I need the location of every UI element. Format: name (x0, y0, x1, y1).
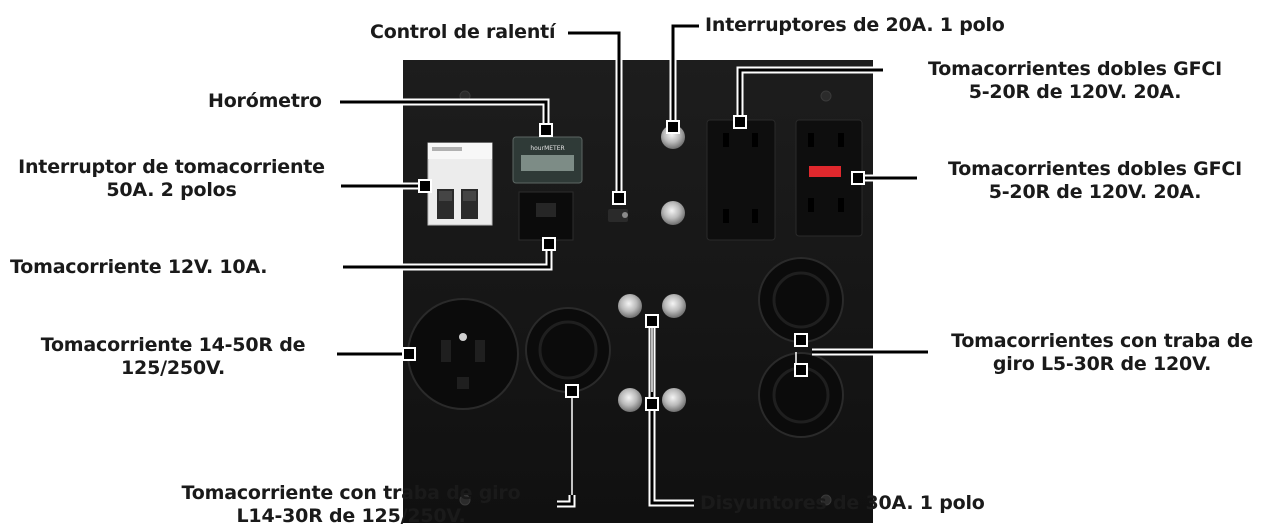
label-interruptores-20a: Interruptores de 20A. 1 polo (705, 14, 1005, 36)
outlet-l14-30r (525, 307, 611, 393)
leader-endpoints (402, 115, 865, 411)
label-traba-l5-30r-line2: giro L5-30R de 120V. (992, 353, 1212, 375)
label-control-ralenti: Control de ralentí (370, 21, 556, 43)
hour-meter-brand: hourMETER (530, 145, 564, 152)
hour-meter: hourMETER (512, 136, 583, 184)
outlets-l5-30r (758, 257, 844, 438)
label-tomacorriente-14-50r-line2: 125/250V. (121, 357, 225, 379)
label-interruptor-tomacorriente-line1: Interruptor de tomacorriente (18, 156, 325, 178)
label-tomacorriente-14-50r: Tomacorriente 14-50R de 125/250V. (14, 334, 332, 380)
label-gfci-top-line1: Tomacorrientes dobles GFCI (928, 58, 1222, 80)
label-gfci-right: Tomacorrientes dobles GFCI 5-20R de 120V… (920, 158, 1270, 204)
label-horometro: Horómetro (208, 90, 322, 112)
label-tomacorriente-12v: Tomacorriente 12V. 10A. (10, 256, 268, 278)
label-traba-l14-30r-line2: L14-30R de 125/250V. (236, 505, 466, 527)
label-gfci-top-line2: 5-20R de 120V. 20A. (968, 81, 1182, 103)
label-gfci-right-line1: Tomacorrientes dobles GFCI (948, 158, 1242, 180)
gfci-duplex-left (706, 119, 776, 241)
label-disyuntores-30a: Disyuntores de 30A. 1 polo (700, 492, 985, 514)
breaker-50a (427, 142, 493, 226)
label-gfci-top: Tomacorrientes dobles GFCI 5-20R de 120V… (890, 58, 1260, 104)
label-interruptor-tomacorriente-line2: 50A. 2 polos (106, 179, 237, 201)
label-tomacorriente-14-50r-line1: Tomacorriente 14-50R de (40, 334, 306, 356)
label-traba-l14-30r-line1: Tomacorriente con traba de giro (181, 482, 521, 504)
breakers-30a (618, 294, 686, 412)
label-interruptor-tomacorriente: Interruptor de tomacorriente 50A. 2 polo… (4, 156, 339, 202)
outlet-14-50r (407, 298, 519, 410)
label-traba-l5-30r: Tomacorrientes con traba de giro L5-30R … (932, 330, 1272, 376)
label-gfci-right-line2: 5-20R de 120V. 20A. (988, 181, 1202, 203)
label-traba-l14-30r: Tomacorriente con traba de giro L14-30R … (150, 482, 552, 528)
label-traba-l5-30r-line1: Tomacorrientes con traba de (951, 330, 1253, 352)
idle-switch (608, 209, 628, 222)
outlet-12v (518, 191, 574, 241)
